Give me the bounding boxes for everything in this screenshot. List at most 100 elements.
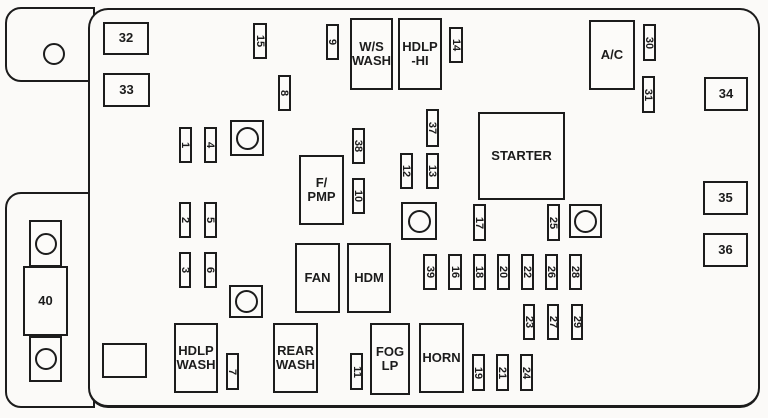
fuse-10-label: 10 — [352, 189, 365, 203]
fuse-11: 11 — [350, 353, 363, 390]
fuse-16: 16 — [448, 254, 462, 290]
maxi-fuse-terminal-top — [29, 220, 62, 267]
fuse-19: 19 — [472, 354, 485, 391]
fuse-31-label: 31 — [642, 88, 655, 101]
fuse-5: 5 — [204, 202, 217, 238]
fuse-4-label: 4 — [204, 141, 217, 149]
fuse-27: 27 — [547, 304, 559, 340]
fuse-30: 30 — [643, 24, 656, 61]
mounting-tab-top — [5, 7, 95, 82]
maxi-fuse-terminal-bottom — [29, 336, 62, 382]
box-33: 33 — [103, 73, 150, 107]
fuse-24-label: 24 — [520, 366, 533, 379]
fuse-37: 37 — [426, 109, 439, 147]
fuse-31: 31 — [642, 76, 655, 113]
box-32: 32 — [103, 22, 149, 55]
fuse-17: 17 — [473, 204, 486, 241]
ws-wash: W/S WASH — [350, 18, 393, 90]
fuse-14-label: 14 — [450, 38, 462, 52]
hdlp-wash-label: HDLP WASH — [176, 342, 216, 372]
fuse-11-label: 11 — [350, 365, 363, 378]
box-36-label: 36 — [718, 241, 733, 257]
fuse-23-label: 23 — [523, 315, 535, 329]
fuse-38: 38 — [352, 128, 365, 164]
fuse-22: 22 — [521, 254, 534, 290]
fuse-3-label: 3 — [179, 266, 191, 274]
fuse-12-label: 12 — [400, 164, 413, 178]
hdm-label: HDM — [354, 269, 384, 285]
fuse-24: 24 — [520, 354, 533, 391]
box-33-label: 33 — [119, 81, 134, 97]
fuse-16-label: 16 — [449, 265, 461, 279]
box-34-label: 34 — [718, 85, 734, 101]
fuse-29: 29 — [571, 304, 583, 340]
fuse-21-label: 21 — [496, 366, 509, 379]
fuse-29-label: 29 — [571, 315, 583, 329]
fuse-10: 10 — [352, 178, 365, 214]
ac: A/C — [589, 20, 635, 90]
maxi-fuse-terminal-top-circle-icon — [34, 232, 57, 255]
fuse-2-label: 2 — [179, 216, 191, 224]
maxi-fuse-terminal-bottom-circle-icon — [34, 348, 57, 370]
starter: STARTER — [478, 112, 565, 200]
fuse-8: 8 — [278, 75, 291, 111]
fuse-6-label: 6 — [204, 266, 217, 274]
fuse-23: 23 — [523, 304, 535, 340]
maxi-fuse-40-label: 40 — [38, 292, 53, 308]
fuse-3: 3 — [179, 252, 191, 288]
fan-label: FAN — [304, 269, 331, 285]
fuse-1-label: 1 — [179, 141, 192, 149]
fuse-4: 4 — [204, 127, 217, 163]
fog-lp-label: FOG LP — [375, 343, 405, 373]
f-pmp-label: F/ PMP — [307, 174, 336, 204]
fuse-8-label: 8 — [278, 89, 291, 97]
relay-1 — [230, 120, 264, 156]
hdlp-hi: HDLP -HI — [398, 18, 442, 90]
fuse-5-label: 5 — [204, 216, 217, 224]
box-35-label: 35 — [718, 189, 733, 205]
hdlp-wash: HDLP WASH — [174, 323, 218, 393]
fuse-37-label: 37 — [426, 121, 439, 135]
fuse-21: 21 — [496, 354, 509, 391]
fuse-15-label: 15 — [254, 34, 266, 48]
relay-3 — [569, 204, 602, 238]
fuse-25: 25 — [547, 204, 560, 241]
fuse-26: 26 — [545, 254, 558, 290]
f-pmp: F/ PMP — [299, 155, 344, 225]
ac-label: A/C — [600, 46, 624, 62]
fuse-39: 39 — [423, 254, 437, 290]
box-32-label: 32 — [118, 30, 134, 46]
fuse-28: 28 — [569, 254, 582, 290]
relay-3-circle-icon — [574, 209, 597, 233]
fan: FAN — [295, 243, 340, 313]
fuse-13-label: 13 — [426, 164, 439, 178]
fuse-18: 18 — [473, 254, 486, 290]
fuse-7: 7 — [226, 353, 239, 390]
fuse-9: 9 — [326, 24, 339, 60]
hdm: HDM — [347, 243, 391, 313]
relay-2-circle-icon — [407, 209, 431, 233]
fuse-18-label: 18 — [473, 265, 486, 279]
fuse-7-label: 7 — [226, 368, 239, 375]
box-36: 36 — [703, 233, 748, 267]
starter-label: STARTER — [491, 147, 552, 163]
maxi-fuse-40: 40 — [23, 266, 68, 336]
relay-2 — [401, 202, 437, 240]
fuse-17-label: 17 — [473, 216, 486, 229]
fuse-13: 13 — [426, 153, 439, 189]
relay-4 — [229, 285, 263, 318]
fuse-14: 14 — [449, 27, 463, 63]
fuse-2: 2 — [179, 202, 191, 238]
fuse-19-label: 19 — [472, 366, 485, 379]
fuse-25-label: 25 — [547, 216, 560, 229]
box-34: 34 — [704, 77, 748, 111]
mounting-hole-icon — [43, 43, 65, 65]
fuse-15: 15 — [253, 23, 267, 59]
blank-box — [102, 343, 147, 378]
fuse-6: 6 — [204, 252, 217, 288]
rear-wash-label: REAR WASH — [276, 342, 315, 372]
horn-label: HORN — [422, 349, 461, 365]
hdlp-hi-label: HDLP -HI — [402, 38, 438, 68]
